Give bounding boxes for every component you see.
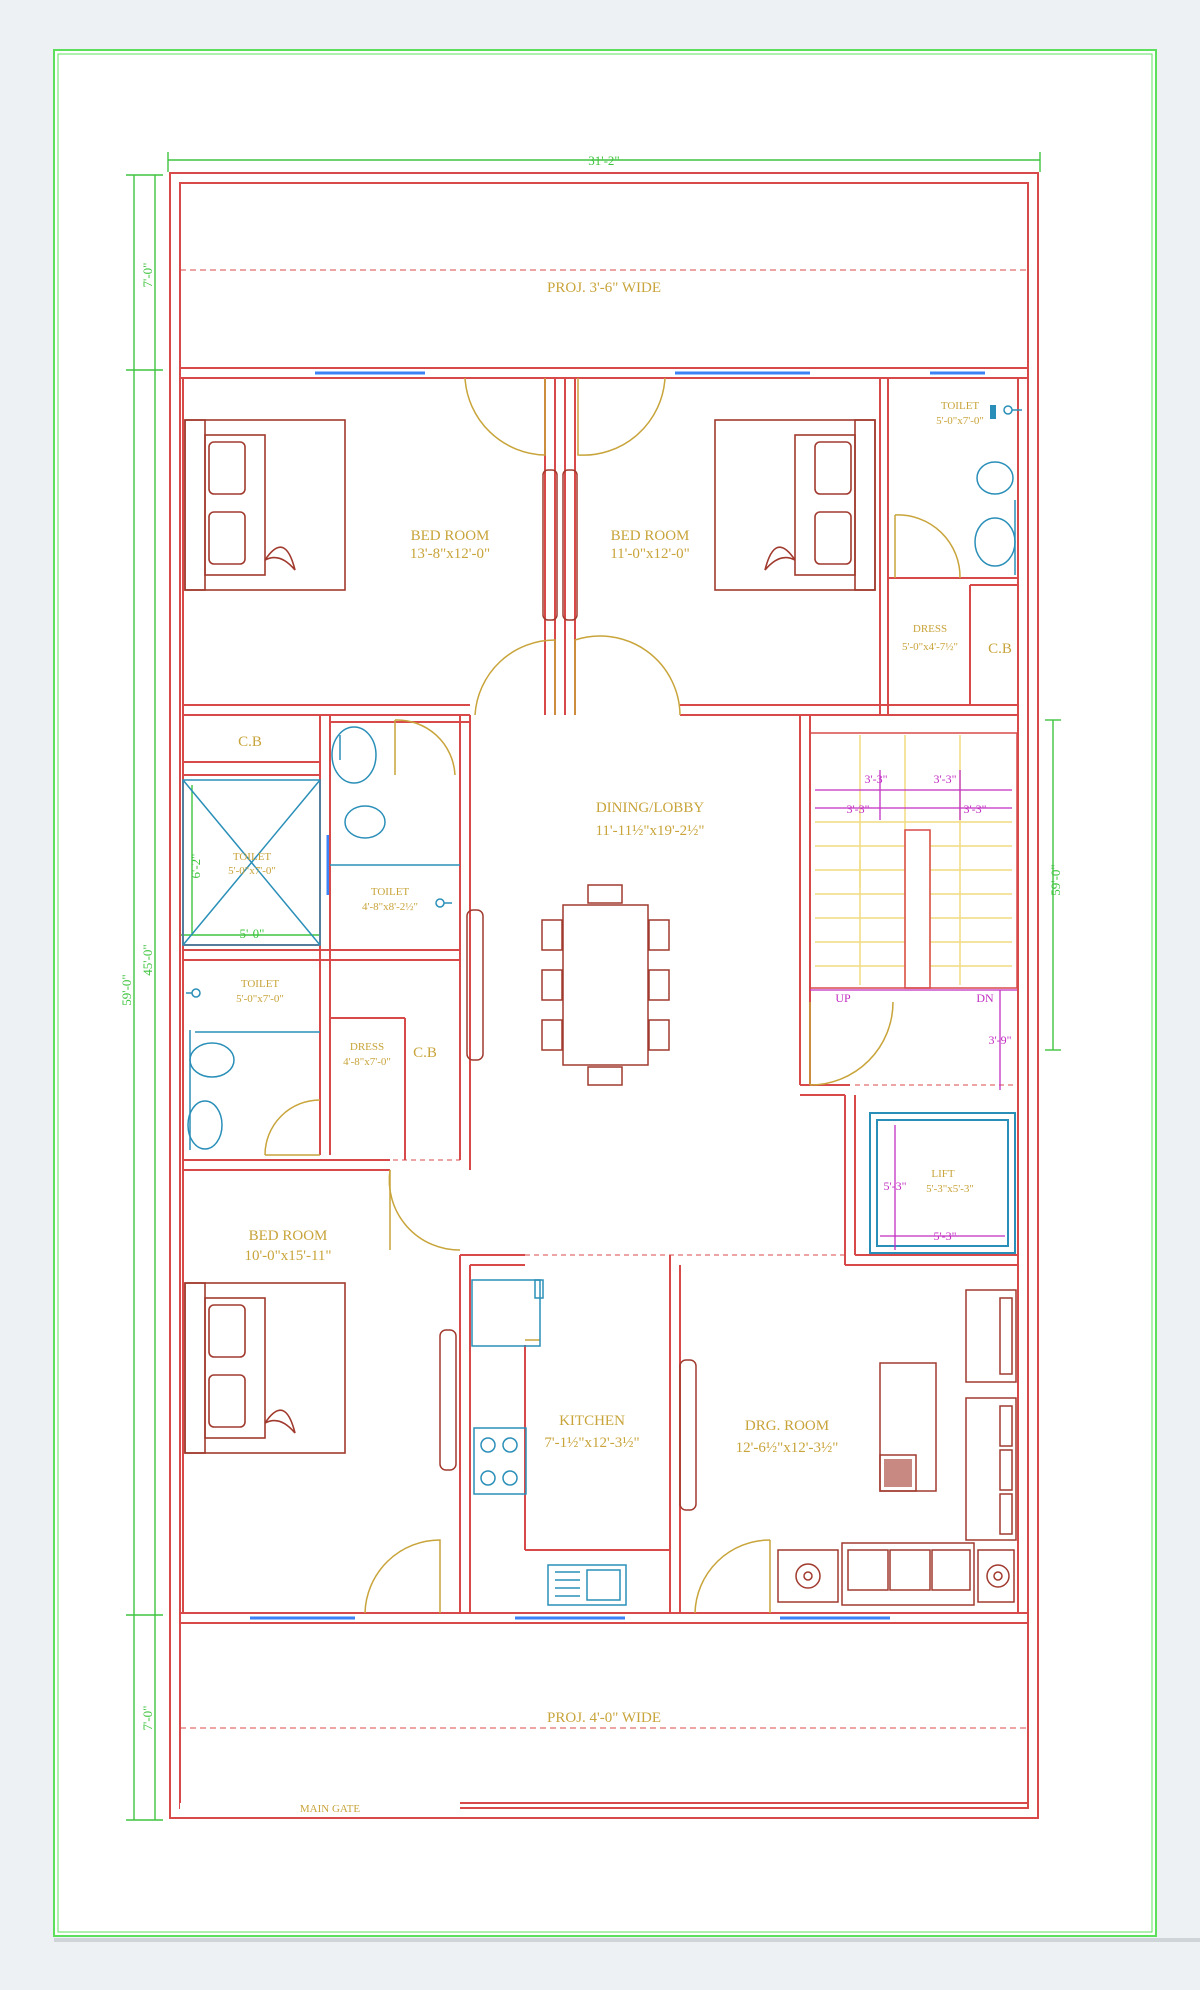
left-middle-dim: 45'-0" xyxy=(140,944,155,975)
bed-room-1-size: 13'-8"x12'-0" xyxy=(410,546,490,562)
bed-room-3-name: BED ROOM xyxy=(249,1228,328,1244)
toilet-shower-name: TOILET xyxy=(233,851,272,863)
stair-dim-b: 3'-3" xyxy=(933,772,956,786)
toilet-shower-size: 5'-0"x7'-0" xyxy=(228,865,276,877)
lift-size: 5'-3"x5'-3" xyxy=(926,1183,974,1195)
stair-up-label: UP xyxy=(835,991,851,1005)
lift-name: LIFT xyxy=(931,1168,955,1180)
cb-lower-left: C.B xyxy=(413,1045,437,1061)
stair-dim-c: 3'-3" xyxy=(846,802,869,816)
toilet-mid-name: TOILET xyxy=(371,886,410,898)
toilet-top-right-name: TOILET xyxy=(941,400,980,412)
lift-h-dim: 5'-3" xyxy=(933,1229,956,1243)
toilet-lower-left-size: 5'-0"x7'-0" xyxy=(236,993,284,1005)
bed-room-1-name: BED ROOM xyxy=(411,528,490,544)
toilet-lower-left-name: TOILET xyxy=(241,978,280,990)
toilet-mid-size: 4'-8"x8'-2½" xyxy=(362,901,418,913)
dress-top-right-name: DRESS xyxy=(913,623,947,635)
drawing-room-name: DRG. ROOM xyxy=(745,1418,829,1434)
cb-top-right: C.B xyxy=(988,641,1012,657)
main-gate-label: MAIN GATE xyxy=(300,1803,360,1815)
lift-v-dim: 5'-3" xyxy=(883,1179,906,1193)
right-total-dim: 59'-0" xyxy=(1048,864,1063,895)
bed-room-2-size: 11'-0"x12'-0" xyxy=(610,546,690,562)
left-total-dim: 59'-0" xyxy=(119,974,134,1005)
dining-size: 11'-11½"x19'-2½" xyxy=(595,823,704,839)
stair-dim-d: 3'-3" xyxy=(963,802,986,816)
left-bottom-dim: 7'-0" xyxy=(140,1706,155,1731)
shower-h-dim: 5'-0" xyxy=(240,926,265,941)
toilet-top-right-size: 5'-0"x7'-0" xyxy=(936,415,984,427)
dress-lower-left-size: 4'-8"x7'-0" xyxy=(343,1056,391,1068)
bed-room-3-size: 10'-0"x15'-11" xyxy=(244,1248,331,1264)
shower-v-dim: 6'-2" xyxy=(188,854,203,879)
left-top-dim: 7'-0" xyxy=(140,263,155,288)
stair-dim-a: 3'-3" xyxy=(864,772,887,786)
overall-width-dim: 31'-2" xyxy=(588,153,619,168)
dress-top-right-size: 5'-0"x4'-7½" xyxy=(902,641,958,653)
stair-dn-label: DN xyxy=(976,991,994,1005)
bottom-projection-label: PROJ. 4'-0" WIDE xyxy=(547,1710,661,1726)
dress-lower-left-name: DRESS xyxy=(350,1041,384,1053)
cb-left: C.B xyxy=(238,734,262,750)
top-projection-label: PROJ. 3'-6" WIDE xyxy=(547,280,661,296)
kitchen-name: KITCHEN xyxy=(559,1413,625,1429)
bed-room-2-name: BED ROOM xyxy=(611,528,690,544)
kitchen-size: 7'-1½"x12'-3½" xyxy=(544,1435,639,1451)
dining-name: DINING/LOBBY xyxy=(596,800,704,816)
stair-landing-dim: 3'-9" xyxy=(988,1033,1011,1047)
drawing-room-size: 12'-6½"x12'-3½" xyxy=(736,1440,839,1456)
